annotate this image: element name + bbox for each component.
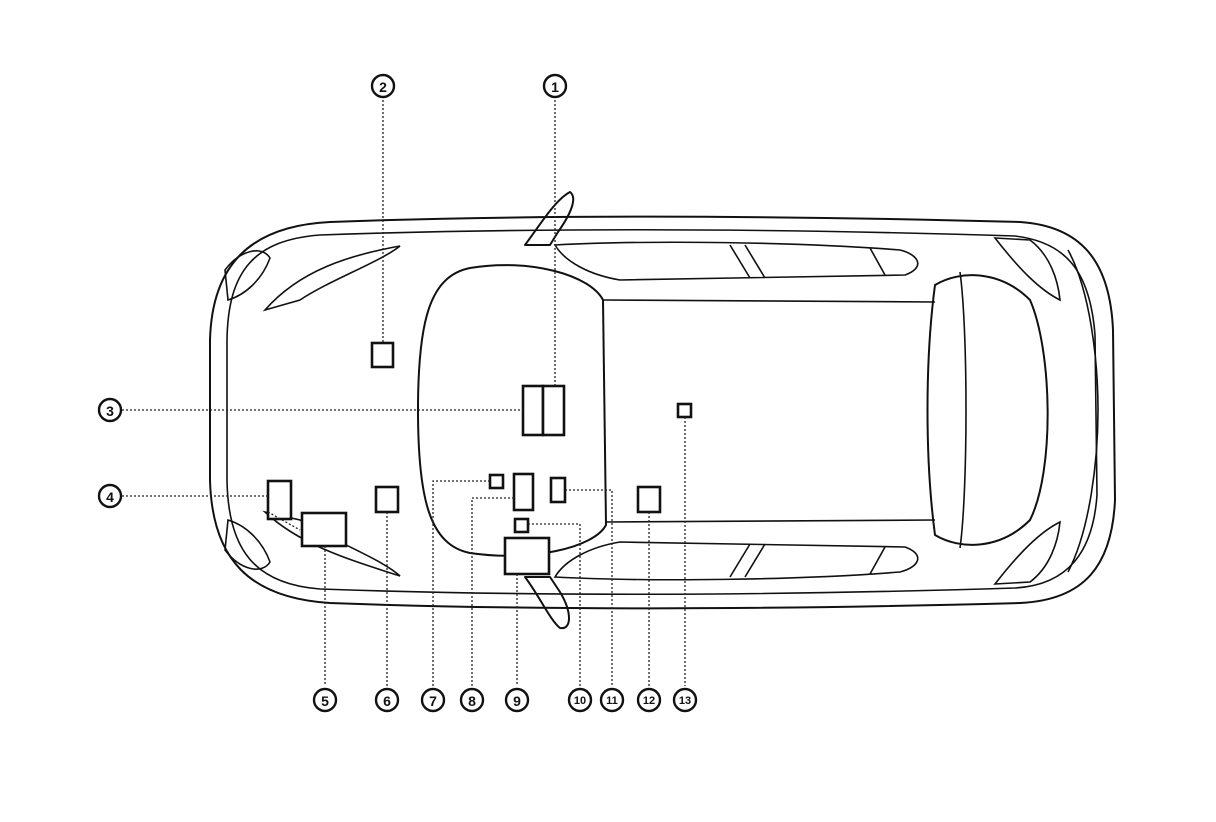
- component-5[interactable]: [300, 511, 348, 548]
- callout-11-label: 11: [606, 695, 618, 707]
- callout-10[interactable]: 10: [567, 687, 593, 713]
- callout-3-label: 3: [106, 403, 114, 419]
- callout-7[interactable]: 7: [420, 687, 446, 713]
- component-12[interactable]: [636, 485, 662, 514]
- vehicle-outline: [209, 191, 1116, 630]
- component-10[interactable]: [513, 517, 530, 534]
- component-6[interactable]: [374, 485, 400, 514]
- callout-1[interactable]: 1: [542, 73, 568, 99]
- callout-7-label: 7: [429, 693, 437, 709]
- callout-9[interactable]: 9: [504, 687, 530, 713]
- component-8[interactable]: [512, 472, 535, 512]
- callout-12[interactable]: 12: [636, 687, 662, 713]
- callout-3[interactable]: 3: [97, 397, 123, 423]
- callouts: 1 2 3 4 5 6 7 8: [97, 73, 698, 713]
- component-7[interactable]: [488, 473, 505, 490]
- component-3-right[interactable]: [541, 384, 566, 437]
- component-9[interactable]: [503, 536, 551, 576]
- callout-12-label: 12: [643, 695, 655, 707]
- callout-13[interactable]: 13: [672, 687, 698, 713]
- callout-4[interactable]: 4: [97, 483, 123, 509]
- callout-4-label: 4: [106, 489, 114, 505]
- callout-5[interactable]: 5: [312, 687, 338, 713]
- components: [266, 341, 693, 576]
- callout-6-label: 6: [383, 693, 391, 709]
- callout-10-label: 10: [574, 695, 586, 707]
- leader-lines: [122, 100, 686, 686]
- callout-1-label: 1: [551, 79, 559, 95]
- component-3-left[interactable]: [521, 384, 545, 437]
- component-2[interactable]: [370, 341, 395, 369]
- callout-2-label: 2: [379, 79, 387, 95]
- component-4[interactable]: [266, 479, 293, 521]
- component-13[interactable]: [676, 402, 693, 419]
- callout-13-label: 13: [679, 695, 691, 707]
- component-11[interactable]: [549, 476, 567, 504]
- callout-11[interactable]: 11: [599, 687, 625, 713]
- callout-8-label: 8: [468, 693, 476, 709]
- callout-2[interactable]: 2: [370, 73, 396, 99]
- callout-5-label: 5: [321, 693, 329, 709]
- callout-8[interactable]: 8: [459, 687, 485, 713]
- callout-9-label: 9: [513, 693, 521, 709]
- callout-6[interactable]: 6: [374, 687, 400, 713]
